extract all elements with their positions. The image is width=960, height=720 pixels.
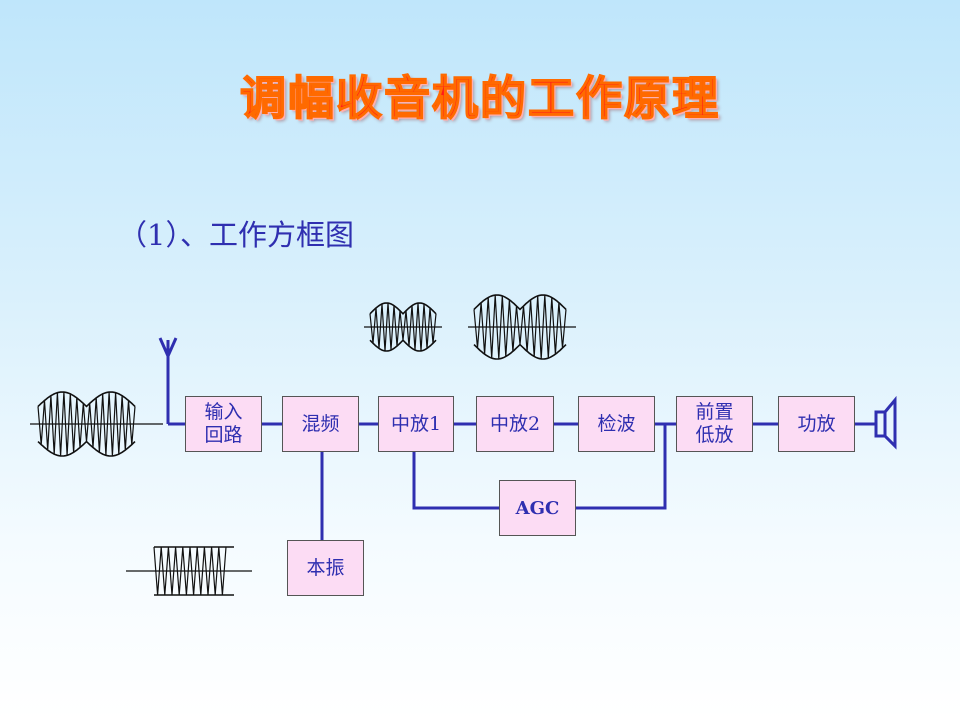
block-power-amp: 功放: [778, 396, 855, 452]
block-agc: AGC: [499, 480, 576, 536]
antenna-icon: [158, 337, 178, 360]
am-wave-icon: [364, 302, 442, 352]
block-input-loop: 输入回路: [185, 396, 262, 452]
speaker-icon: [874, 395, 897, 450]
am-wave-icon: [468, 294, 576, 360]
carrier-wave-icon: [126, 546, 252, 596]
am-wave-icon: [30, 391, 163, 457]
block-mixer: 混频: [282, 396, 359, 452]
block-if-amp-1: 中放1: [378, 396, 454, 452]
block-if-amp-2: 中放2: [476, 396, 554, 452]
block-detector: 检波: [578, 396, 655, 452]
page-title: 调幅收音机的工作原理: [239, 70, 720, 126]
block-local-osc: 本振: [287, 540, 364, 596]
section-subtitle: （1）、工作方框图: [118, 218, 354, 252]
block-pre-lf-amp: 前置低放: [676, 396, 753, 452]
